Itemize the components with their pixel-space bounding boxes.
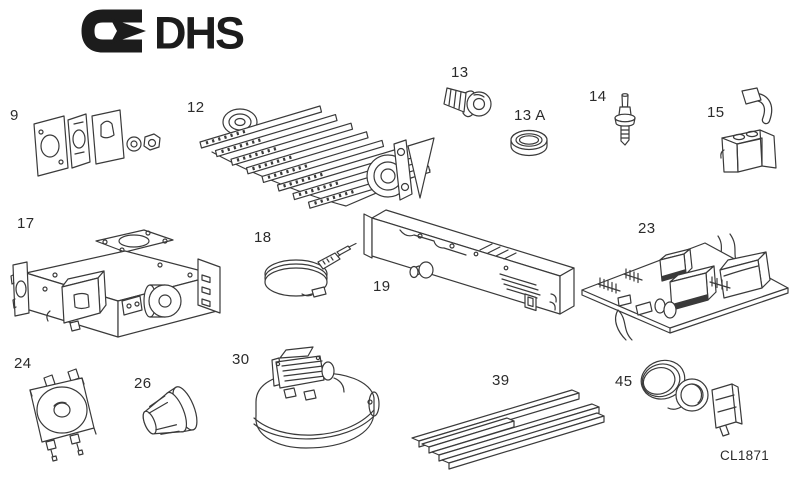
drawing-code: CL1871 [720,448,770,463]
strip-set-illustration [411,389,605,470]
burner-assembly-illustration [199,105,435,209]
arrow-icon [110,18,146,44]
arrow-badge-icon [81,9,142,53]
fan-illustration [253,346,380,449]
part-label: 30 [232,351,250,368]
part-label: 13 A [514,107,546,124]
dhs-logo: DHS [81,8,246,56]
part-label: 24 [14,355,32,372]
circuit-board-illustration [581,233,789,341]
part-label: 39 [492,372,510,389]
part-label: 13 [451,64,469,81]
injector-illustration [443,87,492,118]
washer-illustration [510,129,548,157]
thermostat-illustration [640,359,743,437]
logo-text: DHS [154,8,244,56]
part-label: 9 [10,107,19,124]
knob-illustration [142,386,198,435]
part-label: 18 [254,229,272,246]
part-label: 15 [707,104,725,121]
part-label: 23 [638,220,656,237]
control-panel-illustration [363,209,575,315]
part-label: 45 [615,373,633,390]
electrode-illustration [614,93,636,146]
thermocouple-illustration [264,242,357,298]
part-label: 14 [589,88,607,105]
gas-valve-illustration [10,229,221,338]
part-label: 26 [134,375,152,392]
part-label: 17 [17,215,35,232]
ignition-unit-illustration [720,87,777,173]
part-label: 12 [187,99,205,116]
gasket-set-illustration [33,109,161,177]
part-label: 19 [373,278,391,295]
pressure-switch-illustration [29,368,97,462]
